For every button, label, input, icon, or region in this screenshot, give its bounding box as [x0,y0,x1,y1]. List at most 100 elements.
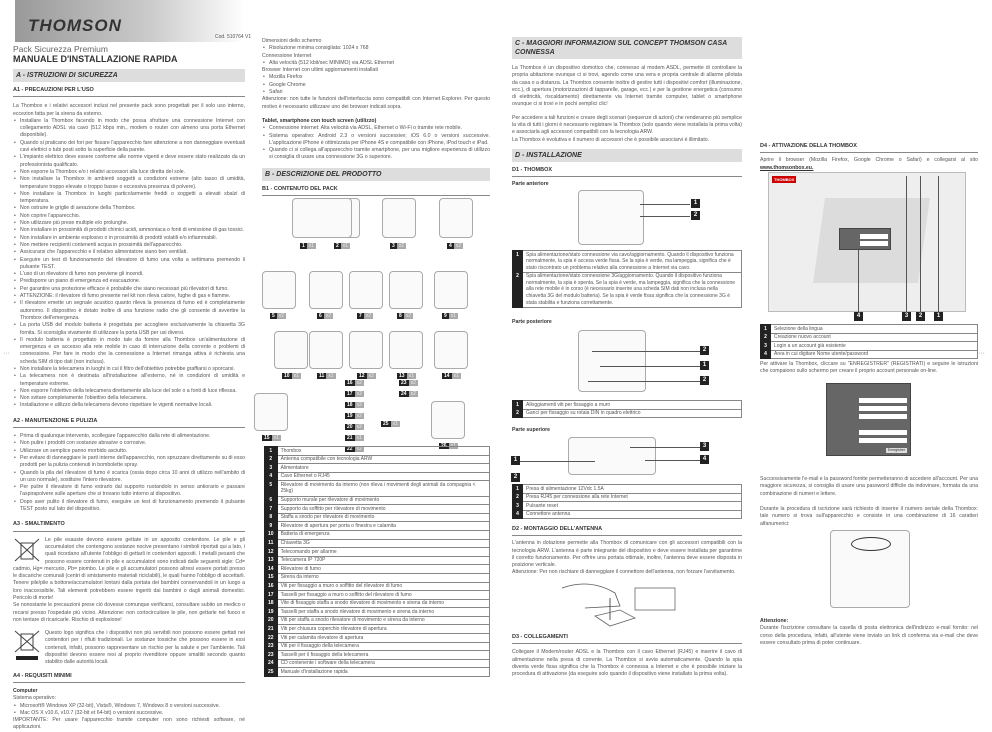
item-image [349,271,383,309]
item-image [292,198,352,238]
item-number: 2 [334,243,341,249]
item-number: 8 [397,313,404,319]
row-description: Presa di alimentazione 12Vdc 1.5A [522,484,742,494]
item-quantity: x1 [271,435,281,441]
item-number: 9 [442,313,449,319]
attention-heading: Attenzione: [760,618,789,624]
callout-1: 1 [511,456,520,465]
item-number: 14 [442,373,452,379]
item-number: 24 [399,391,409,397]
item-quantity: x2 [354,380,364,386]
row-number: 1 [512,250,523,273]
a4-computer-label: Computer [13,687,38,694]
a3-text-batteries: Le pile esauste devono essere gettate in… [13,536,245,601]
callout-1: 1 [934,312,943,321]
row-number: 5 [264,480,278,497]
row-description: CD contenente i software della telecamer… [276,658,491,669]
thomson-logo: THOMSON [28,16,122,35]
thombox-top-image [568,437,656,475]
list-item: L'impianto elettrico deve essere conform… [13,154,245,169]
row-number: 7 [264,504,278,514]
section-c-heading: C - MAGGIORI INFORMAZIONI SUL CONCEPT TH… [512,37,742,59]
browser-list: Mozilla FirefoxGoogle ChromeSafari [262,74,490,96]
list-item: Sistema operativo: Android 2.3 o version… [262,133,490,148]
row-number: 12 [264,547,278,557]
row-number: 2 [264,454,278,465]
page-title: MANUALE D'INSTALLAZIONE RAPIDA [13,54,178,64]
list-item: Eseguire un test di funzionamento del ri… [13,257,245,272]
thomsonbox-link[interactable]: www.thomsonbox.eu. [760,164,814,171]
top-label: Parte superiore [512,427,551,433]
item-quantity: x2 [366,373,376,379]
item-number: 15 [262,435,272,441]
item-quantity: x1 [340,243,351,249]
item-quantity: x2 [396,243,407,249]
list-item: Non installare in ambiente esplosivo o i… [13,235,245,243]
row-description: Alloggiamenti viti per fissaggio a muro [522,400,742,410]
row-description: Spia alimentazione/stato connessione 3G/… [522,271,742,308]
list-item: Quando ci si collega all'apparecchio tra… [262,147,490,162]
callout-4: 4 [700,455,709,464]
list-item: Quando la pila del rilevatore di fumo è … [13,470,245,485]
row-description: Cavo Ethernet o RJ45 [276,471,491,482]
item-quantity: x1 [451,373,461,379]
d4-intro: Aprire il browser (Mozilla Firefox, Goog… [760,157,978,164]
item-quantity: x2 [276,313,287,319]
section-d-heading: D - INSTALLAZIONE [512,148,742,162]
callout-2: 2 [511,473,520,482]
row-description: Login a un account già esistente [770,341,978,351]
row-description: Tasselli per fissaggio a muro o soffitto… [276,590,491,600]
item-quantity: x1 [354,435,364,441]
item-quantity: x2 [323,313,334,319]
register-button[interactable]: Enregistrer [885,448,907,453]
weee-icon [14,630,40,661]
row-description: Ganci per fissaggio su rotaia DIN in qua… [522,408,742,419]
thombox-front-image [578,190,644,245]
item-quantity: x1 [390,421,400,427]
item-number: 7 [357,313,364,319]
item-quantity: x1 [406,373,416,379]
callout-4: 4 [854,312,863,321]
row-number: 2 [512,271,523,308]
c-paragraph-1: La Thombox è un dispositivo domotico che… [512,65,742,108]
a4-os-label: Sistema operativo: [13,695,56,702]
item-image [309,331,343,369]
list-item: Quando si praticano dei fori per fissare… [13,140,245,155]
list-item: Predisporre un piano di emergenza ed eva… [13,278,245,286]
row-number: 17 [264,590,278,600]
row-number: 15 [264,572,278,583]
item-number: 1 [300,243,307,249]
row-number: 11 [264,538,278,549]
list-item: Utilizzare un semplice panno morbido asc… [13,448,245,456]
list-item: Google Chrome [262,82,490,90]
antenna-mounting-illustration [561,583,676,627]
list-item: Non pulire i prodotti con sostanze abras… [13,440,245,448]
